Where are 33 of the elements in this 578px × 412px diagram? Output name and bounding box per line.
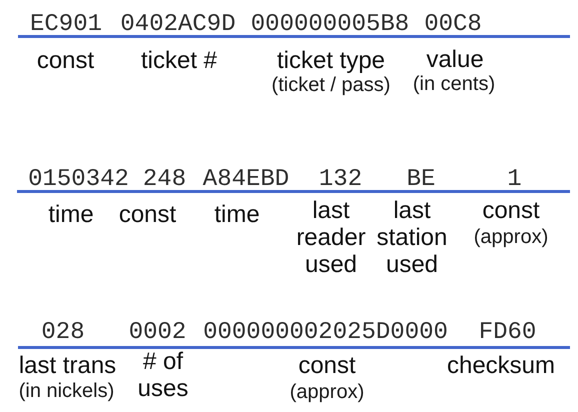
hex-value: 000000005B8 xyxy=(250,13,410,37)
hex-value: 0402AC9D xyxy=(120,13,236,37)
hex-value: 132 xyxy=(318,168,362,192)
hex-value: BE xyxy=(406,168,436,192)
field-note: (in nickels) xyxy=(18,379,114,403)
hex-value: 00C8 xyxy=(424,13,482,37)
field-label: const xyxy=(482,197,540,224)
hex-value: FD60 xyxy=(478,321,536,345)
field-label: checksum xyxy=(446,352,556,379)
field-label: # of uses xyxy=(136,348,190,402)
field-label: value xyxy=(426,46,484,73)
field-label: const xyxy=(118,201,176,228)
field-label: last reader used xyxy=(296,197,366,278)
field-label: const xyxy=(298,352,356,379)
field-note: (ticket / pass) xyxy=(272,73,390,97)
field-label: ticket type xyxy=(276,47,386,74)
hex-value: 0150342 xyxy=(28,168,129,192)
hex-value: 000000002025D0000 xyxy=(203,321,448,345)
hex-value: 0002 xyxy=(128,321,186,345)
field-note: (approx) xyxy=(474,225,548,249)
hex-value: 028 xyxy=(41,321,85,345)
hex-value: A84EBD xyxy=(202,168,290,192)
field-label: time xyxy=(214,201,260,228)
field-label: last trans xyxy=(18,352,116,379)
hex-value: 1 xyxy=(507,168,522,192)
field-label: ticket # xyxy=(140,47,218,74)
field-note: (in cents) xyxy=(412,72,496,96)
hex-value: 248 xyxy=(142,168,186,192)
hex-value: EC901 xyxy=(30,13,102,37)
field-note: (approx) xyxy=(290,380,364,404)
field-label: time xyxy=(48,201,94,228)
field-label: const xyxy=(36,47,94,74)
field-label: last station used xyxy=(376,197,448,278)
